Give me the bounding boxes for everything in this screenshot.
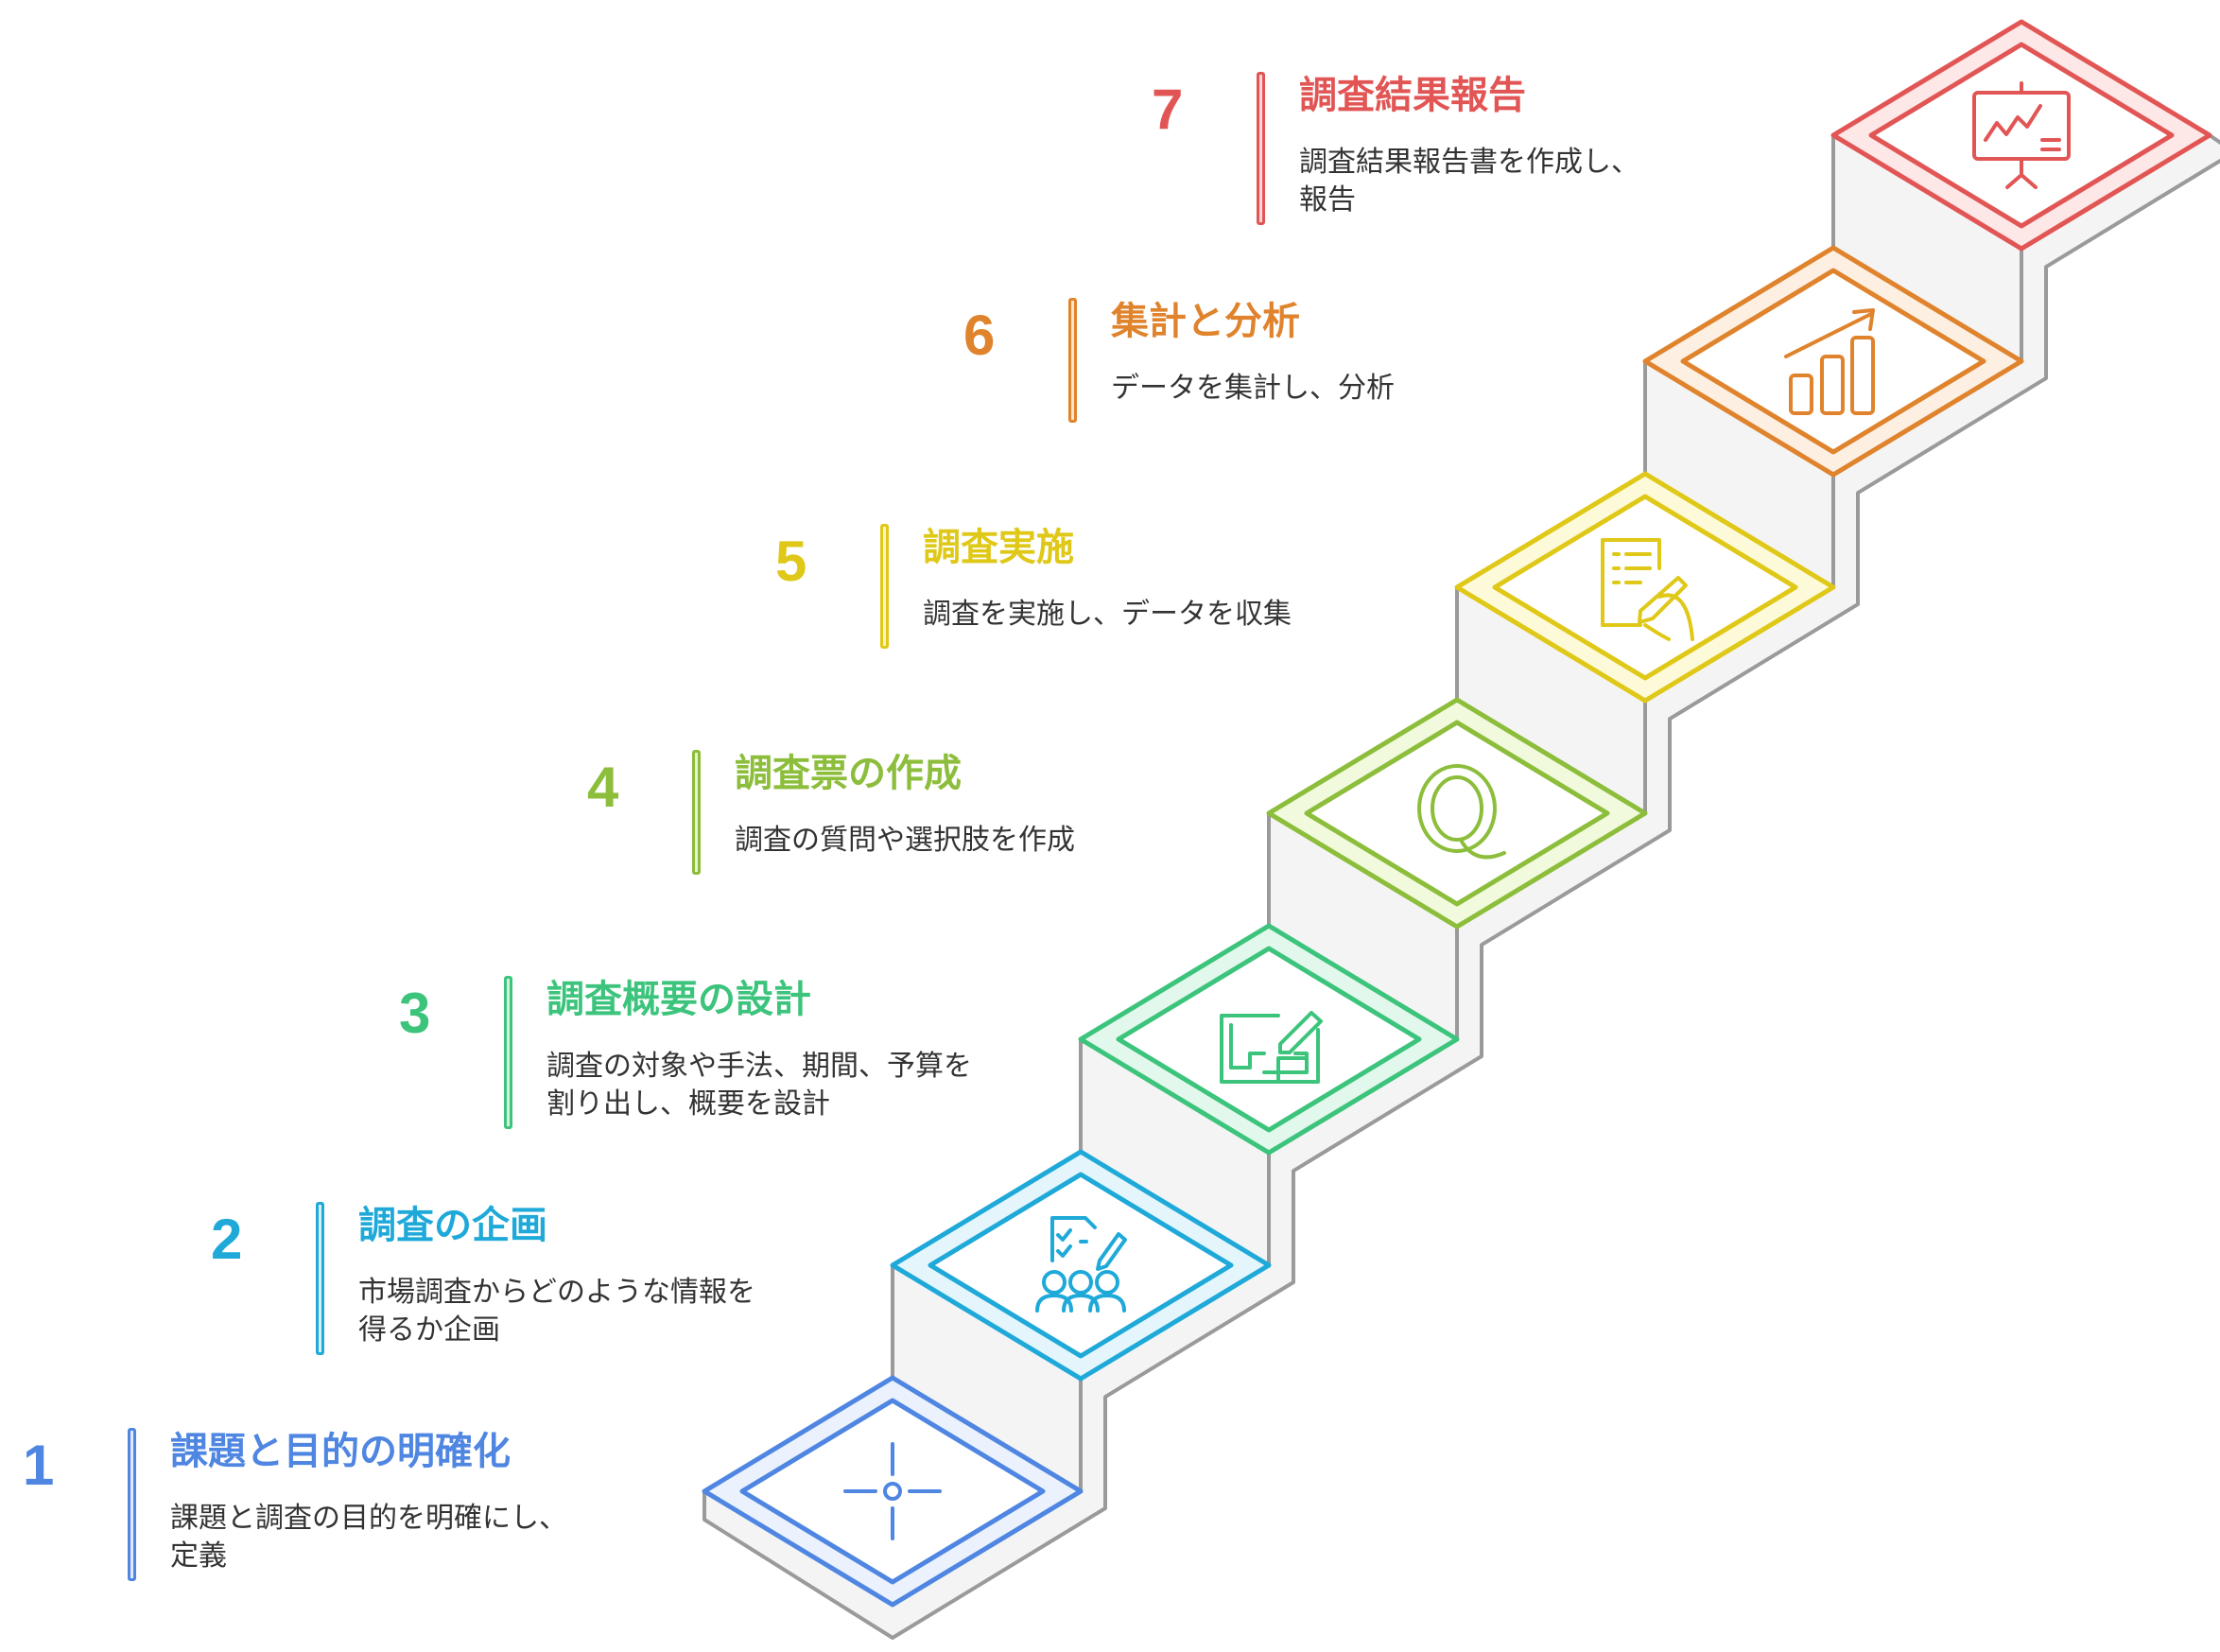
description-line: 報告 bbox=[1299, 183, 1356, 217]
step-accent-bar bbox=[1068, 298, 1077, 423]
step-accent-bar bbox=[504, 976, 512, 1129]
step-accent-bar bbox=[316, 1202, 324, 1355]
step-accent-bar bbox=[1257, 72, 1265, 225]
step-title: 調査票の作成 bbox=[735, 752, 962, 795]
presentation-board-icon bbox=[1972, 81, 2071, 189]
description-line: 市場調査からどのような情報を bbox=[358, 1276, 755, 1309]
description-line: 定義 bbox=[170, 1539, 227, 1573]
writing-form-icon bbox=[1601, 538, 1694, 641]
step-title: 調査概要の設計 bbox=[546, 978, 811, 1021]
step-title: 集計と分析 bbox=[1111, 300, 1300, 343]
description-line: 調査結果報告書を作成し、 bbox=[1299, 146, 1639, 179]
step-accent-bar bbox=[880, 524, 889, 649]
description-line: 調査を実施し、データを収集 bbox=[923, 598, 1292, 631]
step-description: データを集計し、分析 bbox=[1111, 370, 1395, 408]
description-line: データを集計し、分析 bbox=[1111, 372, 1395, 405]
description-line: 調査の対象や手法、期間、予算を bbox=[546, 1050, 972, 1083]
step-number: 3 bbox=[399, 982, 431, 1045]
question-q-icon bbox=[1417, 764, 1506, 860]
step-tile-4 bbox=[1266, 697, 1648, 930]
step-number: 6 bbox=[963, 304, 996, 367]
step-number: 2 bbox=[211, 1208, 243, 1271]
tile-inner bbox=[1680, 268, 1986, 455]
description-line: 割り出し、概要を設計 bbox=[546, 1087, 830, 1121]
step-description: 調査結果報告書を作成し、報告 bbox=[1299, 144, 1639, 219]
step-tile-6 bbox=[1642, 245, 2024, 478]
step-title: 調査実施 bbox=[923, 526, 1074, 569]
step-number: 1 bbox=[23, 1434, 55, 1497]
crosshair-icon bbox=[843, 1442, 942, 1540]
step-number: 5 bbox=[775, 530, 807, 593]
description-line: 得るか企画 bbox=[358, 1313, 500, 1347]
step-title: 調査の企画 bbox=[358, 1204, 547, 1247]
step-description: 調査の対象や手法、期間、予算を割り出し、概要を設計 bbox=[546, 1048, 972, 1123]
step-accent-bar bbox=[692, 750, 701, 875]
tile-inner bbox=[1116, 946, 1422, 1133]
step-accent-bar bbox=[128, 1428, 136, 1581]
description-line: 課題と調査の目的を明確にし、 bbox=[170, 1502, 567, 1535]
step-title: 調査結果報告 bbox=[1299, 74, 1526, 117]
step-description: 市場調査からどのような情報を得るか企画 bbox=[358, 1274, 755, 1349]
blueprint-pencil-icon bbox=[1220, 1011, 1323, 1084]
step-tile-7 bbox=[1830, 19, 2212, 252]
description-line: 調査の質問や選択肢を作成 bbox=[735, 824, 1075, 857]
step-description: 調査の質問や選択肢を作成 bbox=[735, 822, 1075, 860]
step-number: 4 bbox=[587, 756, 619, 819]
step-tile-1 bbox=[702, 1375, 1084, 1608]
survey-team-icon bbox=[1035, 1216, 1127, 1313]
step-description: 調査を実施し、データを収集 bbox=[923, 596, 1292, 634]
step-tile-5 bbox=[1454, 471, 1836, 704]
step-tile-3 bbox=[1078, 923, 1460, 1156]
tile-inner bbox=[1304, 720, 1610, 907]
step-tile-2 bbox=[890, 1149, 1272, 1382]
step-description: 課題と調査の目的を明確にし、定義 bbox=[170, 1500, 567, 1575]
tile-inner bbox=[928, 1172, 1234, 1359]
bar-chart-growth-icon bbox=[1784, 308, 1875, 415]
step-title: 課題と目的の明確化 bbox=[170, 1430, 511, 1473]
tile-inner bbox=[1492, 494, 1798, 681]
tile-inner bbox=[739, 1398, 1046, 1585]
tile-inner bbox=[1868, 42, 2175, 229]
step-number: 7 bbox=[1152, 78, 1184, 141]
